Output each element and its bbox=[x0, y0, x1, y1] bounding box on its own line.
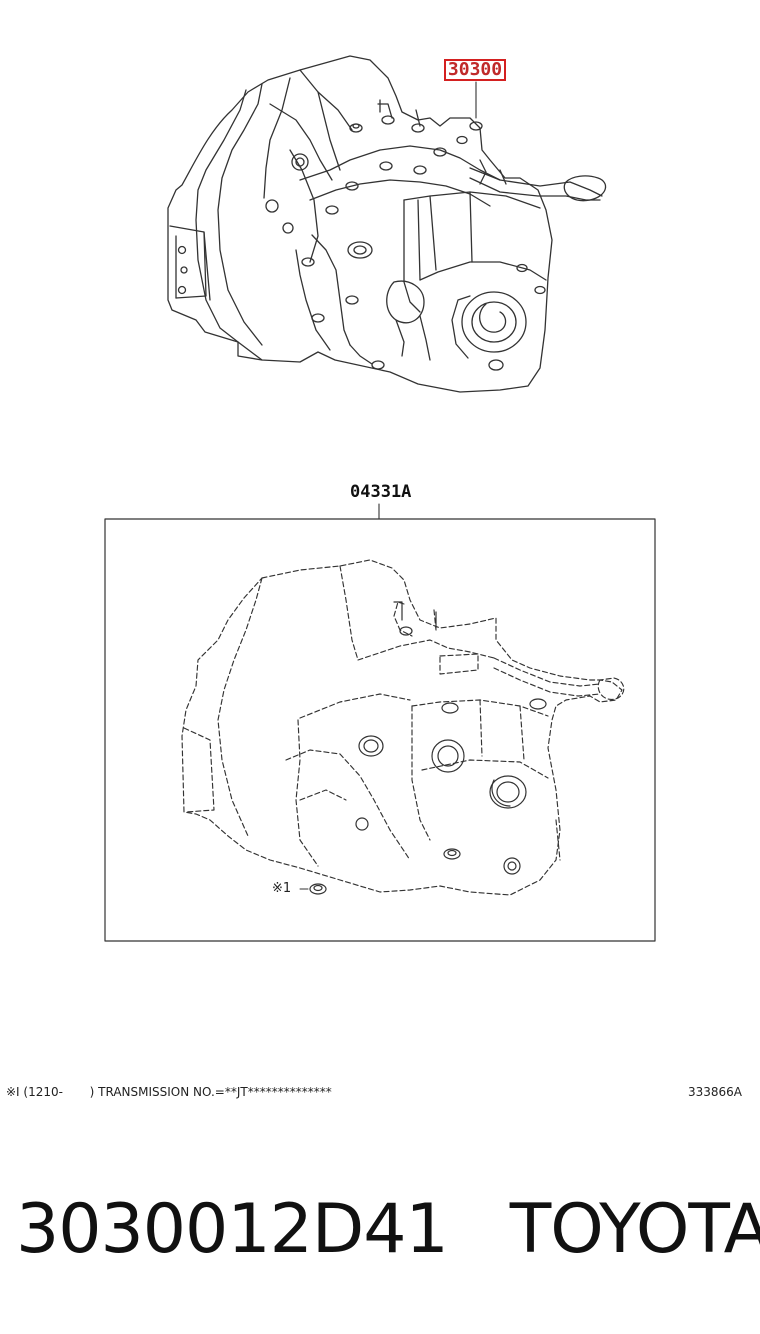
transmission-kit-box bbox=[104, 503, 656, 942]
drawing-code: 333866A bbox=[687, 1085, 742, 1099]
parts-diagram bbox=[104, 55, 656, 942]
part-callout-30300[interactable]: 30300 bbox=[444, 59, 506, 81]
kit-item-mark-label: ※1 bbox=[272, 881, 292, 896]
part-callout-04331A[interactable]: 04331A bbox=[350, 482, 412, 502]
part-number: 3030012D41 bbox=[16, 1190, 449, 1269]
brand-name: TOYOTA bbox=[509, 1190, 760, 1269]
transmission-kit-details bbox=[299, 601, 547, 895]
transmission-kit-drawing bbox=[181, 559, 625, 896]
part-title: 3030012D41 TOYOTA bbox=[16, 1190, 760, 1269]
transmission-footnote: ※I (1210- ) TRANSMISSION NO.=**JT*******… bbox=[6, 1085, 332, 1099]
transmission-assembly-drawing bbox=[167, 55, 607, 393]
